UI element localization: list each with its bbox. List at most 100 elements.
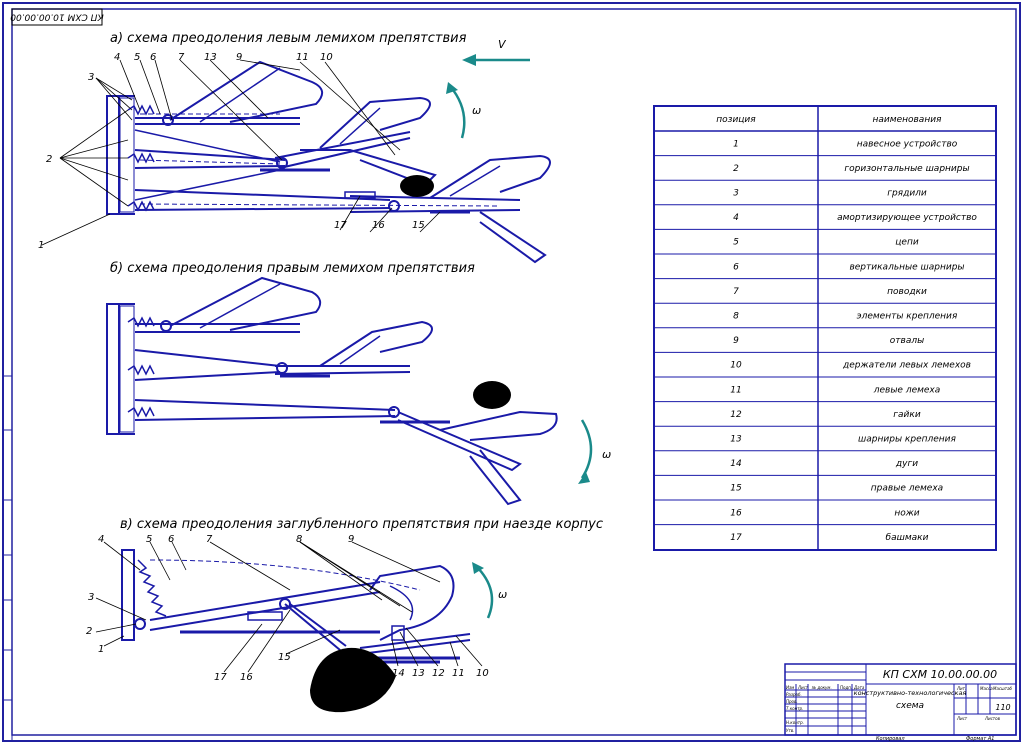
col-date: Дата <box>853 685 865 690</box>
section-c-drawing <box>121 549 471 664</box>
table-cell-pos: 17 <box>730 533 742 543</box>
table-cell-pos: 2 <box>733 164 739 174</box>
callout-c-17: 17 <box>214 672 227 683</box>
callout-c-8: 8 <box>296 534 302 545</box>
title-name-1: конструктивно-технологическая <box>854 689 967 697</box>
callouts-a <box>41 59 441 246</box>
table-cell-name: правые лемеха <box>871 484 943 494</box>
table-cell-name: вертикальные шарниры <box>849 262 964 272</box>
table-cell-name: шарниры крепления <box>858 435 956 445</box>
table-cell-name: горизонтальные шарниры <box>844 164 969 174</box>
callout-a-1: 1 <box>38 240 44 251</box>
callout-c-5: 5 <box>146 534 152 545</box>
rotation-arrow-b: ω <box>578 419 611 484</box>
table-cell-pos: 13 <box>730 435 742 445</box>
col-podp: Подп. <box>840 685 852 690</box>
sheet-count: 110 <box>995 703 1010 712</box>
table-cell-name: элементы крепления <box>857 312 958 322</box>
callout-a-5: 5 <box>134 52 140 63</box>
callout-a-15: 15 <box>412 220 425 231</box>
callout-c-13: 13 <box>412 668 425 679</box>
callout-a-13: 13 <box>204 52 217 63</box>
table-cell-pos: 9 <box>733 336 739 346</box>
obstacle-c <box>310 647 396 713</box>
velocity-arrow: V <box>462 38 530 66</box>
top-stamp: КП СХМ 10.00.00.00 <box>10 8 104 26</box>
omega-label-b: ω <box>602 448 611 461</box>
callout-c-4: 4 <box>98 534 104 545</box>
mass-label: Масса <box>980 686 993 691</box>
table-cell-pos: 8 <box>733 312 739 322</box>
row-prov: Пров. <box>786 699 798 704</box>
rotation-arrow-a: ω <box>446 82 481 139</box>
row-nkontr: Н.контр. <box>786 720 804 725</box>
binding-strip <box>2 375 13 742</box>
omega-label-a: ω <box>472 104 481 117</box>
col-izm: Изм <box>786 685 794 690</box>
callout-c-6: 6 <box>168 534 174 545</box>
callout-a-11: 11 <box>296 52 309 63</box>
table-cell-pos: 1 <box>733 139 739 149</box>
row-tkontr: Т.контр. <box>786 706 803 711</box>
callout-a-16: 16 <box>372 220 385 231</box>
callout-c-2: 2 <box>86 626 92 637</box>
callout-c-15: 15 <box>278 652 291 663</box>
table-cell-pos: 15 <box>730 484 742 494</box>
table-cell-pos: 6 <box>733 262 739 272</box>
callout-c-14: 14 <box>392 668 405 679</box>
callout-a-2: 2 <box>46 154 52 165</box>
title-designation: КП СХМ 10.00.00.00 <box>883 668 997 681</box>
callouts-c <box>95 541 483 673</box>
table-header-pos: позиция <box>716 115 756 125</box>
table-cell-name: навесное устройство <box>857 139 958 149</box>
lit-label: Лит. <box>956 686 966 691</box>
section-b-title: б) схема преодоления правым лемихом преп… <box>110 261 475 276</box>
title-block <box>784 663 1017 736</box>
callout-c-10: 10 <box>476 668 489 679</box>
callout-c-9: 9 <box>348 534 354 545</box>
callout-labels-c: 4 5 6 7 8 9 3 2 1 17 16 15 14 13 12 11 1… <box>86 534 489 683</box>
callout-c-16: 16 <box>240 672 253 683</box>
sheet-label: Лист <box>956 716 968 721</box>
inner-frame <box>11 8 1017 736</box>
callout-a-4: 4 <box>114 52 120 63</box>
row-utv: Утв. <box>786 728 794 733</box>
callout-a-6: 6 <box>150 52 156 63</box>
table-header-name: наименования <box>873 115 943 125</box>
footer-format: Формат А1 <box>966 736 994 742</box>
callout-c-3: 3 <box>88 592 94 603</box>
row-razrab: Разраб. <box>786 692 802 697</box>
callout-a-10: 10 <box>320 52 333 63</box>
table-cell-pos: 7 <box>733 287 739 297</box>
table-cell-name: цепи <box>895 238 919 248</box>
callout-a-7: 7 <box>178 52 185 63</box>
section-a-title: а) схема преодоления левым лемихом препя… <box>110 31 467 46</box>
omega-label-c: ω <box>498 588 507 601</box>
col-doc: № докум. <box>811 685 832 690</box>
table-cell-pos: 3 <box>733 189 739 199</box>
callout-c-1: 1 <box>98 644 104 655</box>
table-cell-name: левые лемеха <box>873 385 941 395</box>
scale-label: Масштаб <box>993 686 1013 691</box>
callout-labels-a: 1 2 3 4 5 6 7 13 9 11 10 17 16 15 <box>38 52 425 251</box>
table-cell-name: отвалы <box>890 336 924 346</box>
top-stamp-text: КП СХМ 10.00.00.00 <box>10 12 104 22</box>
section-a-drawing <box>106 60 551 264</box>
table-cell-name: башмаки <box>886 533 929 543</box>
title-name-2: схема <box>896 701 924 711</box>
table-cell-name: поводки <box>887 287 927 297</box>
callout-a-3: 3 <box>88 72 94 83</box>
col-list: Лист <box>797 685 809 690</box>
table-cell-name: ножи <box>894 508 919 518</box>
table-cell-pos: 4 <box>733 213 739 223</box>
section-b-drawing <box>106 276 558 506</box>
obstacle-a <box>400 175 434 197</box>
table-cell-name: грядили <box>887 189 927 199</box>
title-block-text: КП СХМ 10.00.00.00 конструктивно-техноло… <box>786 668 1013 733</box>
obstacle-b <box>473 381 511 409</box>
callout-c-7: 7 <box>206 534 213 545</box>
table-cell-name: дуги <box>895 459 918 469</box>
rotation-arrow-c: ω <box>472 562 507 619</box>
